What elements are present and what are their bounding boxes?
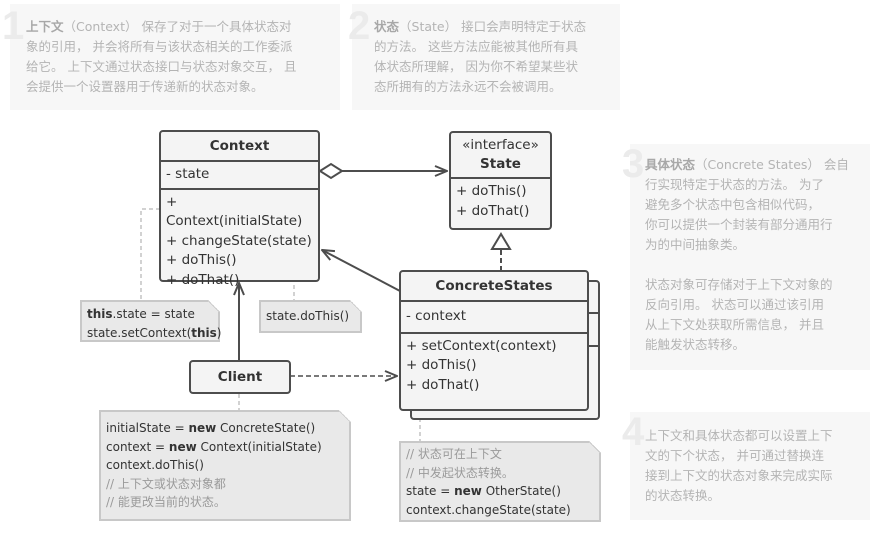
method-do-that: + doThat() bbox=[406, 376, 480, 393]
note-fold-icon bbox=[350, 300, 362, 312]
callout-number: 2 bbox=[348, 4, 371, 48]
method-set-context: + setContext(context) bbox=[406, 337, 557, 354]
callout-number: 3 bbox=[622, 142, 645, 186]
class-name: Client bbox=[217, 369, 263, 385]
callout-text: 上下文和具体状态都可以设置上下 文的下个状态， 并可通过替换连 接到上下文的状态… bbox=[645, 428, 833, 503]
note-client-code: initialState = new ConcreteState() conte… bbox=[99, 410, 351, 521]
class-name: ConcreteStates bbox=[435, 278, 553, 294]
callout-text: 状态（State） 接口会声明特定于状态 的方法。 这些方法应能被其他所有具 体… bbox=[374, 19, 587, 94]
class-methods: + setContext(context) + doThis() + doTha… bbox=[401, 331, 587, 399]
field-state: - state bbox=[166, 166, 210, 182]
callout-title: 上下文 bbox=[26, 19, 64, 34]
note-fold-icon bbox=[339, 410, 351, 422]
realization-triangle bbox=[490, 232, 512, 250]
callout-number: 4 bbox=[622, 410, 645, 454]
stack-divider bbox=[588, 312, 600, 314]
concrete-states-class[interactable]: ConcreteStates - context + setContext(co… bbox=[399, 270, 589, 411]
callout-text: 上下文（Context） 保存了对于一个具体状态对 象的引用， 并会将所有与该状… bbox=[26, 19, 297, 94]
field-context: - context bbox=[406, 308, 467, 324]
callout-concrete-states: 3 具体状态（Concrete States） 会自 行实现特定于状态的方法。 … bbox=[622, 144, 870, 370]
note-do-this: state.doThis() bbox=[259, 300, 362, 333]
class-fields: - state bbox=[161, 160, 318, 188]
callout-number: 1 bbox=[2, 4, 25, 48]
state-interface[interactable]: «interface» State + doThis() + doThat() bbox=[449, 131, 552, 230]
note-state-code: // 状态可在上下文 // 中发起状态转换。 state = new Other… bbox=[399, 441, 601, 522]
callout-title: 状态 bbox=[374, 19, 400, 34]
association-arrow-concrete-context bbox=[322, 250, 401, 292]
callout-context: 1 上下文（Context） 保存了对于一个具体状态对 象的引用， 并会将所有与… bbox=[2, 4, 340, 110]
method-do-that: + doThat() bbox=[456, 202, 530, 219]
class-name: Context bbox=[209, 138, 270, 154]
note-connector-constructor bbox=[140, 208, 160, 300]
aggregation-diamond bbox=[318, 162, 344, 180]
class-methods: + doThis() + doThat() bbox=[451, 177, 550, 224]
method-do-that: + doThat() bbox=[166, 271, 240, 288]
class-header: «interface» State bbox=[451, 133, 550, 177]
callout-state: 2 状态（State） 接口会声明特定于状态 的方法。 这些方法应能被其他所有具… bbox=[348, 4, 620, 110]
class-methods: + Context(initialState) + changeState(st… bbox=[161, 187, 318, 294]
class-fields: - context bbox=[401, 300, 587, 332]
context-class[interactable]: Context - state + Context(initialState) … bbox=[159, 130, 320, 288]
stack-divider bbox=[588, 345, 600, 347]
note-fold-icon bbox=[208, 300, 220, 312]
callout-transition: 4 上下文和具体状态都可以设置上下 文的下个状态， 并可通过替换连 接到上下文的… bbox=[622, 412, 870, 520]
method-do-this: + doThis() bbox=[406, 357, 477, 373]
note-constructor: this.state = state state.setContext(this… bbox=[80, 300, 221, 342]
method-do-this: + doThis() bbox=[456, 183, 527, 199]
client-class[interactable]: Client bbox=[189, 360, 291, 394]
stereotype: «interface» bbox=[462, 137, 539, 153]
method-change-state: + changeState(state) bbox=[166, 232, 312, 249]
callout-title: 具体状态 bbox=[645, 157, 696, 172]
method-constructor: + Context(initialState) bbox=[166, 193, 303, 230]
note-fold-icon bbox=[589, 441, 601, 453]
method-do-this: + doThis() bbox=[166, 252, 237, 268]
class-name: State bbox=[480, 156, 521, 172]
callout-text: 具体状态（Concrete States） 会自 行实现特定于状态的方法。 为了… bbox=[645, 157, 849, 352]
